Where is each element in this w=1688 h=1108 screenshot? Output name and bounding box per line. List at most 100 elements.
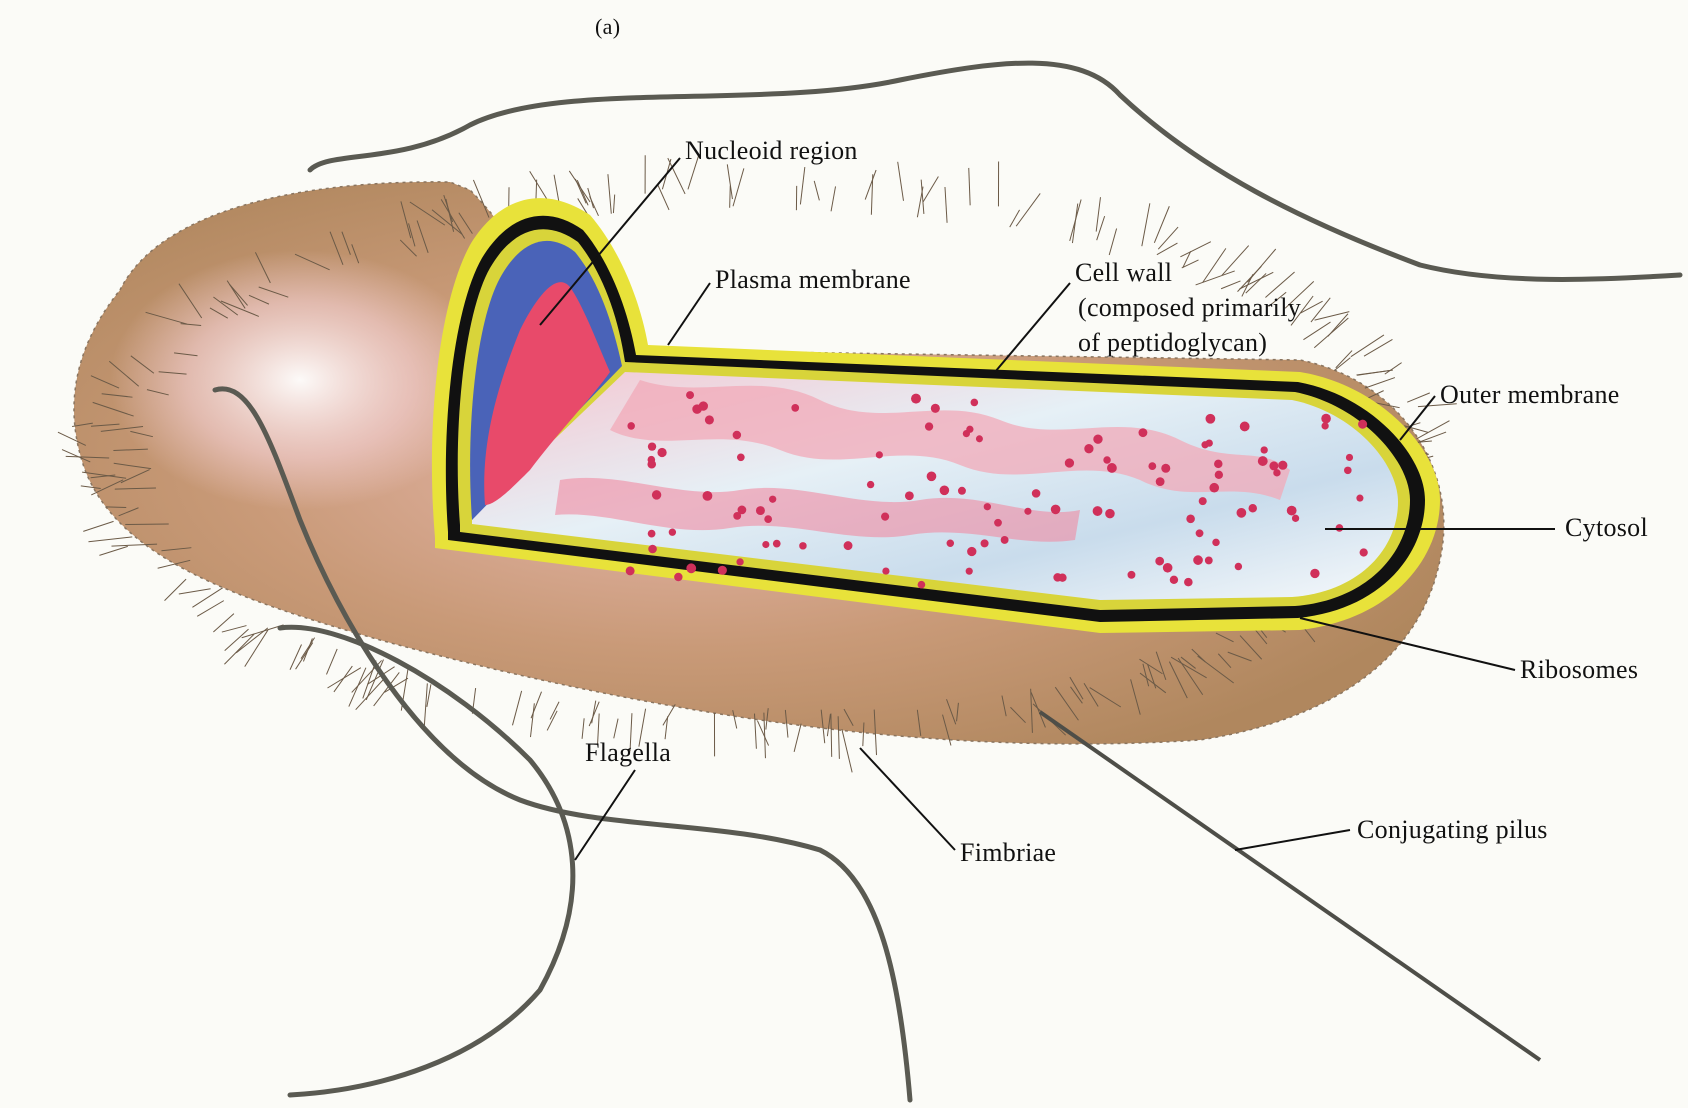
ribosome [1161,464,1170,473]
fimbria [1142,203,1150,246]
ribosome [881,513,889,521]
fimbria [1364,339,1392,356]
label-ribosomes: Ribosomes [1520,655,1638,685]
ribosome [925,422,933,430]
ribosome [733,431,741,439]
ribosome [1212,539,1219,546]
ribosome [1235,563,1242,570]
ribosome [674,573,682,581]
label-fimbriae: Fimbriae [960,838,1056,868]
ribosome [981,539,989,547]
ribosome [703,491,713,501]
ribosome [940,486,950,496]
ribosome [1127,571,1135,579]
ribosome [762,541,769,548]
ribosome [657,448,666,457]
ribosome [686,563,696,573]
fimbria [1180,242,1210,257]
ribosome [1269,461,1278,470]
label-cell-wall-peptidoglycan: of peptidoglycan) [1078,328,1267,358]
ribosome [1201,441,1208,448]
ribosome [718,566,727,575]
fimbria [794,724,801,752]
ribosome [733,512,741,520]
fimbria [197,601,224,617]
fimbria [1407,393,1430,402]
fimbria [865,170,876,199]
fimbria [1196,271,1235,285]
ribosome [1107,463,1117,473]
fimbria [898,162,904,201]
ribosome [1170,576,1178,584]
ribosome [984,503,991,510]
ribosome [791,404,799,412]
label-plasma-membrane: Plasma membrane [715,265,911,295]
ribosome [1163,563,1173,573]
ribosome [958,487,966,495]
ribosome [1184,578,1193,587]
fimbria [923,177,938,202]
conjugating-pilus [1040,712,1540,1060]
ribosome [844,541,853,550]
ribosome [736,558,743,565]
ribosome [686,391,694,399]
ribosome [1093,435,1102,444]
ribosome [1053,573,1062,582]
ribosome [1032,489,1041,498]
ribosome [882,567,889,574]
label-cell-wall: Cell wall [1075,258,1172,288]
ribosome [1155,557,1164,566]
ribosome [764,515,772,523]
ribosome [976,435,983,442]
ribosome [1193,555,1203,565]
fimbria [1096,197,1100,231]
ribosome [966,568,973,575]
ribosome [648,530,656,538]
ribosome [1356,495,1363,502]
fimbria [569,171,590,202]
ribosome [1138,428,1147,437]
ribosome [705,415,714,424]
fimbria [326,649,337,675]
ribosome [1024,508,1031,515]
fimbria [582,718,584,739]
label-cytosol: Cytosol [1565,513,1648,543]
fimbria [1365,378,1395,389]
fimbria [1222,246,1249,276]
fimbria [88,537,132,542]
fimbria [1158,227,1178,249]
fimbria [1351,335,1384,357]
ribosome [652,490,661,499]
fimbria [1336,351,1352,368]
ribosome [1105,509,1115,519]
ribosome [1103,456,1110,463]
fimbria [871,174,872,214]
ribosome [918,581,926,589]
ribosome [769,496,776,503]
ribosome [756,506,765,515]
label-flagella: Flagella [585,738,671,768]
ribosome [1156,477,1165,486]
fimbria [225,629,249,650]
ribosome [1206,414,1216,424]
leader-fimbriae [860,748,955,850]
fimbria [1109,228,1116,255]
leader-plasma [668,283,710,345]
fimbria [800,167,804,204]
fimbria [757,721,768,746]
fimbria [658,185,669,210]
ribosome [1321,422,1328,429]
label-cell-wall-composition: (composed primarily [1078,293,1301,323]
fimbria [608,174,611,214]
ribosome [1237,508,1247,518]
ribosome [627,422,635,430]
fimbria [179,589,211,594]
ribosome [1346,454,1353,461]
ribosome [1358,420,1367,429]
fimbria [165,579,187,601]
ribosome [1287,506,1297,516]
fimbria [83,521,113,531]
ribosome [1240,422,1250,432]
ribosome [1214,460,1222,468]
